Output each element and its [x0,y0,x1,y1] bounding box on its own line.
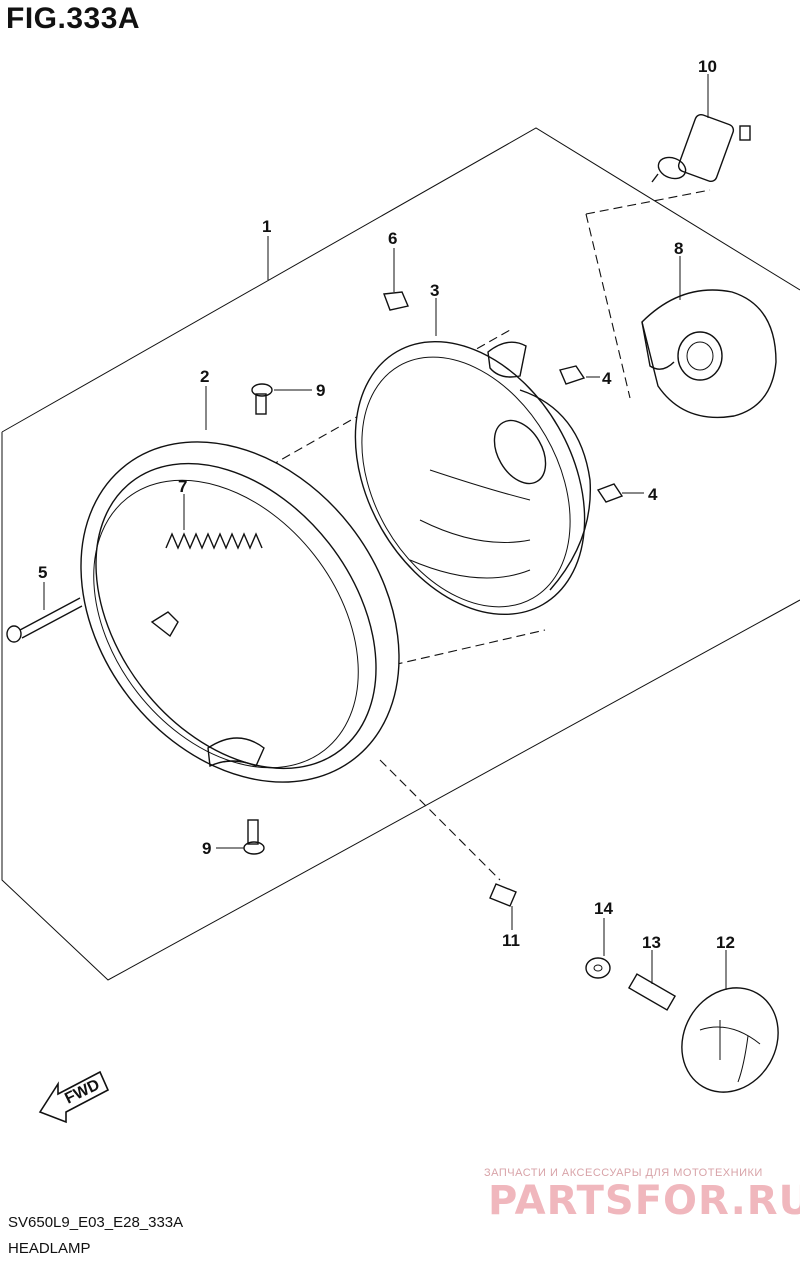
callout-9-lower: 9 [202,839,211,858]
callout-9-upper: 9 [316,381,325,400]
callout-4-upper: 4 [602,369,612,388]
callout-6: 6 [388,229,397,248]
washer [585,957,611,979]
headlamp-rim [80,441,400,783]
callout-13: 13 [642,933,661,952]
screw-11 [489,883,517,907]
figure-code: SV650L9_E03_E28_333A [8,1214,184,1231]
adjusting-screw [6,597,83,643]
watermark-subtitle: ЗАПЧАСТИ И АКСЕССУАРЫ ДЛЯ МОТОТЕХНИКИ [484,1167,763,1179]
callout-7: 7 [178,477,187,496]
callout-12: 12 [716,933,735,952]
watermark-brand: PARTSFOR.RU [488,1178,800,1224]
leader-lines [43,74,727,990]
assembly-outline [1,127,800,433]
fwd-direction-arrow: FWD [38,1070,110,1124]
callout-5: 5 [38,563,47,582]
callout-4-lower: 4 [648,485,658,504]
lens [681,987,779,1093]
callout-3: 3 [430,281,439,300]
adjuster-spring [165,532,263,550]
figure-caption: HEADLAMP [8,1240,91,1257]
callout-10: 10 [698,57,717,76]
figure-title: FIG.333A [6,2,141,35]
callout-8: 8 [674,239,683,258]
standoff [627,973,677,1011]
callout-11: 11 [502,931,520,950]
reflector-housing [354,340,592,616]
callout-1: 1 [262,217,271,236]
callout-14: 14 [594,899,613,918]
bulb-cover [641,289,777,419]
screws [243,383,273,855]
assembly-outline-bottom [1,432,800,981]
callout-2: 2 [200,367,209,386]
bulb [651,113,751,183]
nuts [383,291,624,503]
